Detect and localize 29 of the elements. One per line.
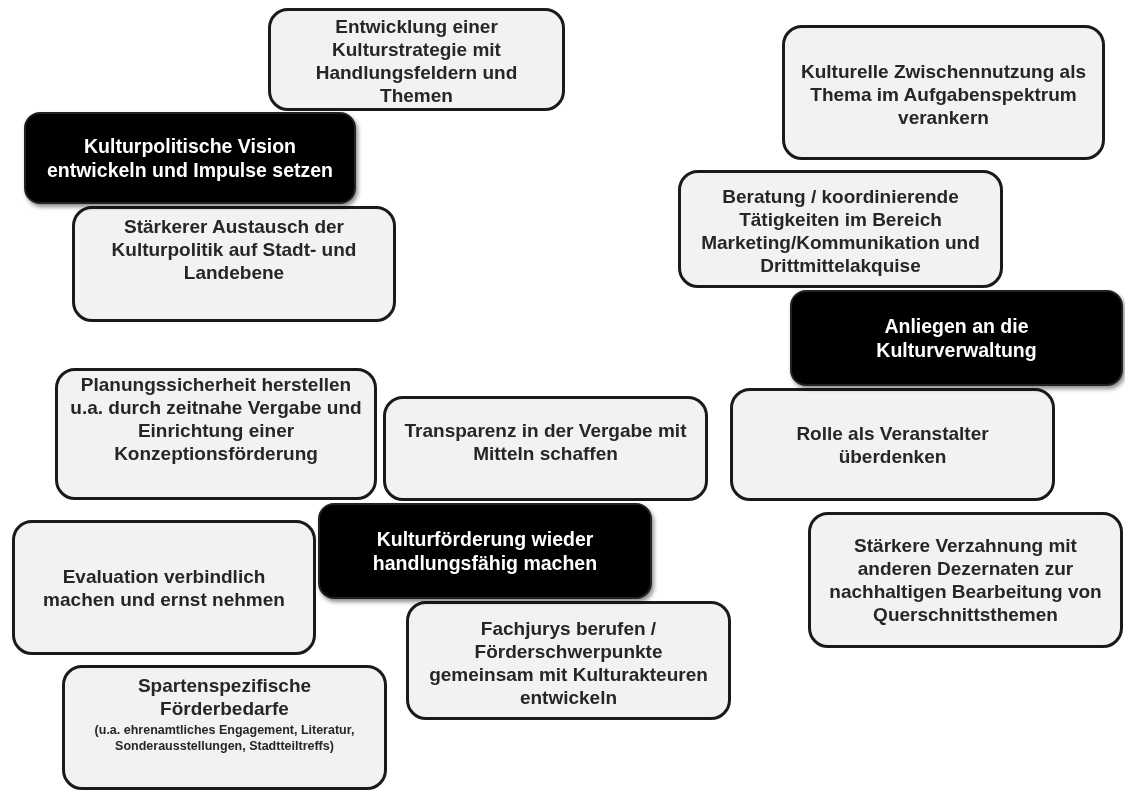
topic-text: Evaluation verbindlich machen und ernst nehmen [42,564,286,611]
heading-text: Kulturpolitische Vision entwickeln und Impulse setzen [45,134,335,182]
topic-text: Fachjurys berufen / Förderschwerpunkte gemeinsam mit Kulturakteuren entwickeln [428,616,709,709]
topic-note: (u.a. ehrenamtliches Engagement, Literatur, Sonderausstellungen, Stadtteiltreffs) [93,722,356,754]
topic-box [72,206,396,322]
topic-text: Stärkere Verzahnung mit anderen Dezernaten zur nachhaltigen Bearbeitung von Querschnittsthemen [828,534,1103,626]
heading-box [24,112,356,204]
topic-text: Planungssicherheit herstellen u.a. durch zeitnahe Vergabe und Einrichtung einer Konzeptionsförderung [70,373,362,465]
topic-box [383,396,708,501]
topic-box [730,388,1055,501]
heading-text: Kulturförderung wieder handlungsfähig machen [371,527,599,575]
topic-box [678,170,1003,288]
heading-text: Anliegen an die Kulturverwaltung [875,314,1038,362]
topic-box [55,368,377,500]
topic-text: Beratung / koordinierende Tätigkeiten im Bereich Marketing/Kommunikation und Drittmittelakquise [700,185,981,277]
topic-box [406,601,731,720]
topic-text: Entwicklung einer Kulturstrategie mit Handlungsfeldern und Themen [314,14,519,107]
topic-text: Kulturelle Zwischennutzung als Thema im Aufgabenspektrum verankern [800,60,1087,129]
topic-text: Rolle als Veranstalter überdenken [795,421,990,468]
topic-text: Spartenspezifische Förderbedarfe [136,674,313,720]
topic-box [782,25,1105,160]
heading-box [318,503,652,599]
heading-box [790,290,1123,386]
topic-box [62,665,387,790]
topic-box [268,8,565,111]
topic-box [808,512,1123,648]
topic-box [12,520,316,655]
topic-text: Transparenz in der Vergabe mit Mitteln schaffen [403,419,688,465]
topic-text: Stärkerer Austausch der Kulturpolitik auf Stadt- und Landebene [110,215,358,284]
